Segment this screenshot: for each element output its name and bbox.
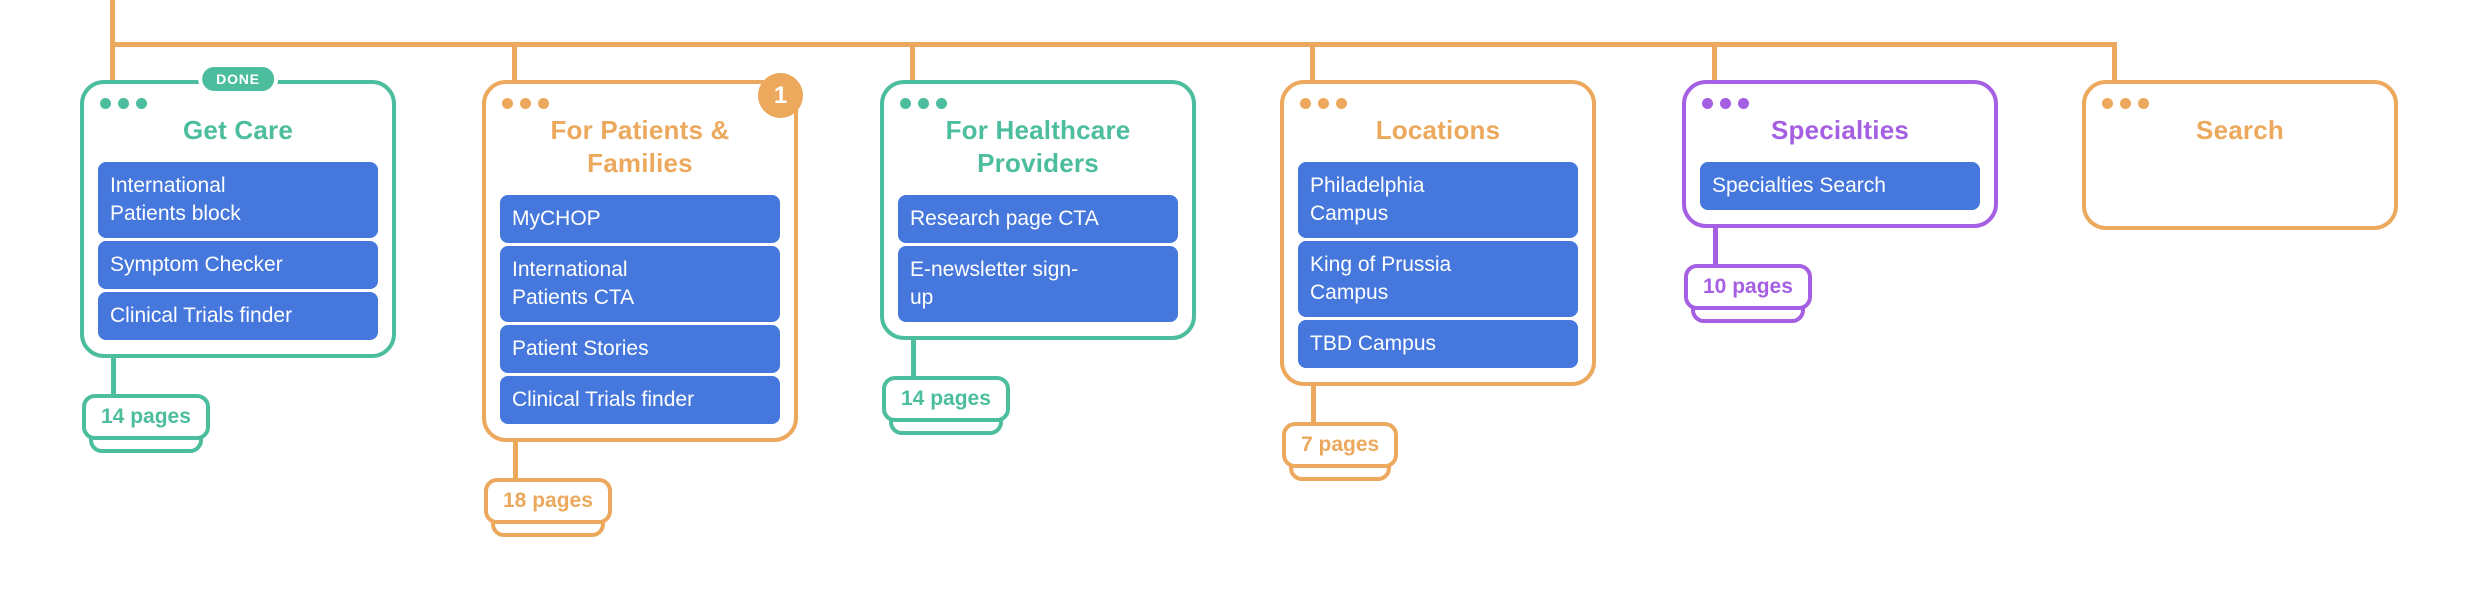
pages-tag[interactable]: 14 pages — [82, 394, 210, 453]
card-title: Get Care — [183, 115, 293, 145]
page-card-search[interactable]: Search — [2082, 80, 2398, 230]
window-dots-icon — [1300, 98, 1347, 109]
content-block[interactable]: International Patients block — [98, 162, 378, 238]
pages-tag-label: 14 pages — [82, 394, 210, 440]
card-connector-line — [1712, 42, 1717, 81]
card-title: Specialties — [1770, 115, 1910, 145]
sitemap-node-search: Search — [2082, 80, 2398, 230]
content-block[interactable]: Research page CTA — [898, 195, 1178, 243]
window-dot-icon — [520, 98, 531, 109]
card-title: For Patients & Families — [550, 115, 730, 178]
tag-connector-line — [911, 340, 916, 376]
window-dot-icon — [1300, 98, 1311, 109]
tag-connector-line — [1713, 228, 1718, 264]
window-dot-icon — [538, 98, 549, 109]
window-dot-icon — [100, 98, 111, 109]
window-dot-icon — [1738, 98, 1749, 109]
card-connector-line — [910, 42, 915, 81]
card-title: Locations — [1375, 115, 1501, 145]
card-connector-line — [512, 42, 517, 81]
trunk-connector-line — [110, 42, 2113, 47]
content-block[interactable]: TBD Campus — [1298, 320, 1578, 368]
pages-tag[interactable]: 14 pages — [882, 376, 1010, 435]
tag-connector-line — [111, 358, 116, 394]
pages-tag-label: 18 pages — [484, 478, 612, 524]
tag-connector-line — [513, 442, 518, 478]
sitemap-node-specialties: Specialties Specialties Search 10 pages — [1682, 80, 1998, 330]
content-block[interactable]: Philadelphia Campus — [1298, 162, 1578, 238]
sitemap-node-get-care: DONE Get Care International Patients blo… — [80, 67, 396, 460]
content-block[interactable]: Specialties Search — [1700, 162, 1980, 210]
window-dot-icon — [900, 98, 911, 109]
card-title: Search — [2196, 115, 2284, 145]
page-card-for-healthcare-providers[interactable]: For Healthcare Providers Research page C… — [880, 80, 1196, 340]
window-dot-icon — [1336, 98, 1347, 109]
window-dot-icon — [936, 98, 947, 109]
sitemap-node-for-healthcare-providers: For Healthcare Providers Research page C… — [880, 80, 1196, 442]
window-dot-icon — [2120, 98, 2131, 109]
window-dot-icon — [502, 98, 513, 109]
window-dot-icon — [118, 98, 129, 109]
pages-tag[interactable]: 7 pages — [1282, 422, 1399, 481]
window-dots-icon — [1702, 98, 1749, 109]
status-badge: DONE — [202, 67, 274, 91]
page-card-specialties[interactable]: Specialties Specialties Search — [1682, 80, 1998, 228]
window-dots-icon — [502, 98, 549, 109]
pages-tag-label: 14 pages — [882, 376, 1010, 422]
notification-count-badge[interactable]: 1 — [758, 73, 803, 118]
window-dot-icon — [1318, 98, 1329, 109]
content-block[interactable]: Clinical Trials finder — [98, 292, 378, 340]
window-dots-icon — [2102, 98, 2149, 109]
pages-tag[interactable]: 18 pages — [484, 478, 612, 537]
pages-tag-label: 7 pages — [1282, 422, 1399, 468]
window-dot-icon — [1720, 98, 1731, 109]
page-card-get-care[interactable]: DONE Get Care International Patients blo… — [80, 67, 396, 358]
window-dot-icon — [136, 98, 147, 109]
content-block[interactable]: Symptom Checker — [98, 241, 378, 289]
card-connector-line — [1310, 42, 1315, 81]
window-dot-icon — [1702, 98, 1713, 109]
window-dot-icon — [2138, 98, 2149, 109]
card-title: For Healthcare Providers — [945, 115, 1131, 178]
content-block[interactable]: MyCHOP — [500, 195, 780, 243]
window-dot-icon — [918, 98, 929, 109]
content-block[interactable]: International Patients CTA — [500, 246, 780, 322]
pages-tag-label: 10 pages — [1684, 264, 1812, 310]
content-block[interactable]: E-newsletter sign- up — [898, 246, 1178, 322]
card-connector-line — [2112, 42, 2117, 81]
content-block[interactable]: Patient Stories — [500, 325, 780, 373]
tag-connector-line — [1311, 386, 1316, 422]
window-dots-icon — [900, 98, 947, 109]
content-block[interactable]: Clinical Trials finder — [500, 376, 780, 424]
content-block[interactable]: King of Prussia Campus — [1298, 241, 1578, 317]
pages-tag[interactable]: 10 pages — [1684, 264, 1812, 323]
window-dot-icon — [2102, 98, 2113, 109]
window-dots-icon — [100, 98, 147, 109]
card-item-list: Specialties Search — [1686, 162, 1994, 210]
